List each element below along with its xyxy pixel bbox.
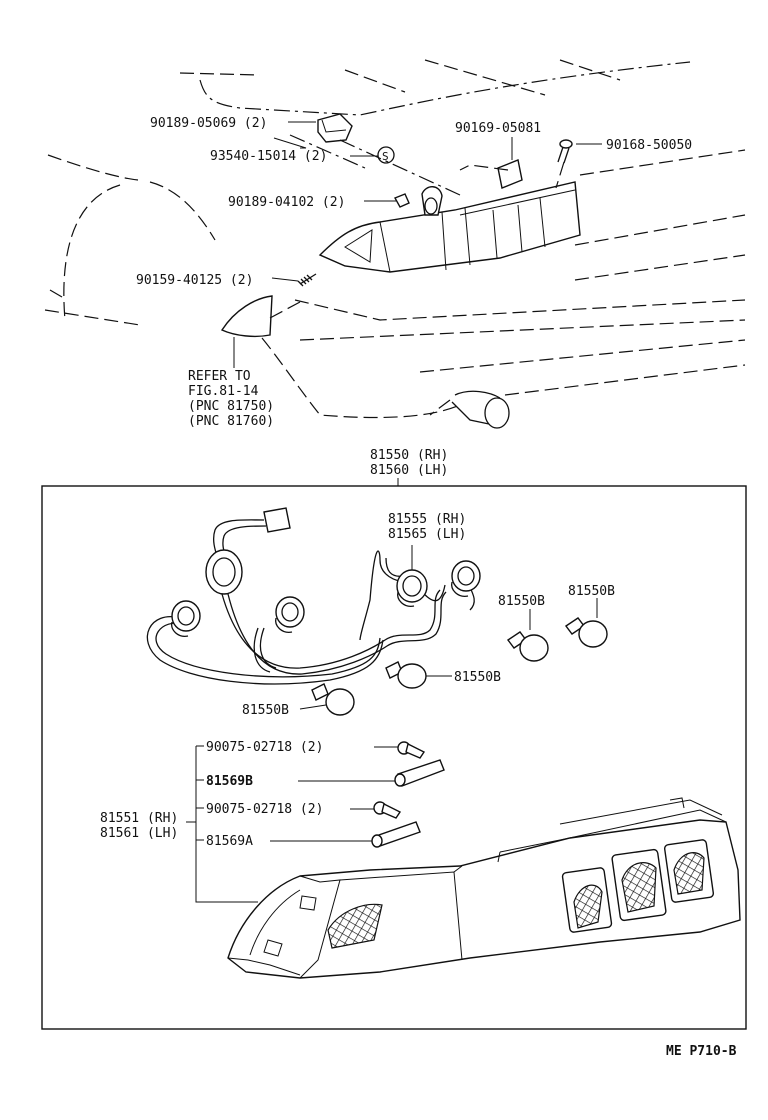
bracket-81551 [186,745,258,903]
washer-93540-15014-icon: S [377,146,395,164]
bulb-socket-right [451,560,481,597]
clip-90189-05069-icon [317,113,353,143]
label-81560-lh: 81560 (LH) [370,463,448,478]
label-81569b: 81569B [206,774,253,789]
screw-90075-b-icon [373,801,402,819]
upper-leader-lines [269,121,602,319]
bulb-socket-81555 [396,569,428,607]
label-93540-15014: 93540-15014 (2) [210,149,327,164]
tail-lamp-lens [227,797,741,979]
screw-90168-50050-icon [557,139,573,164]
label-90169-05081: 90169-05081 [455,121,541,136]
label-81569a: 81569A [206,834,253,849]
bulb-socket-center [275,596,305,633]
label-81561-lh: 81561 (LH) [100,826,178,841]
refer-text-line4: (PNC 81760) [188,414,274,429]
screw-90159-40125-icon [297,273,317,287]
refer-text-line1: REFER TO [188,369,251,384]
wiring-harness [146,507,475,685]
rear-lamp-upper-view [318,159,581,273]
nut-90189-04102-icon [394,193,410,208]
label-81565-lh: 81565 (LH) [388,527,466,542]
footer-code: ME P710-B [666,1044,737,1059]
label-90189-04102: 90189-04102 (2) [228,195,345,210]
side-marker-lens [220,295,273,368]
label-81550b-c: 81550B [454,670,501,685]
label-81550-rh: 81550 (RH) [370,448,448,463]
label-90189-05069: 90189-05069 (2) [150,116,267,131]
socket-81569a-icon [371,821,421,848]
vehicle-body-outline [44,59,746,429]
bulb-socket-left [171,600,201,637]
assembly-frame [41,485,747,1030]
label-81550b-a: 81550B [498,594,545,609]
refer-text-line2: FIG.81-14 [188,384,259,399]
label-81550b-d: 81550B [242,703,289,718]
label-screw-90075-1: 90075-02718 (2) [206,740,323,755]
bulb-81550b-d-icon [311,683,355,716]
label-81555-rh: 81555 (RH) [388,512,466,527]
label-screw-90075-2: 90075-02718 (2) [206,802,323,817]
screw-90075-a-icon [397,741,426,759]
socket-81569b-icon [394,759,445,787]
label-90159-40125: 90159-40125 (2) [136,273,253,288]
label-81551-rh: 81551 (RH) [100,811,178,826]
bulb-81550b-b-icon [564,617,608,648]
label-81550b-b: 81550B [568,584,615,599]
refer-text-line3: (PNC 81750) [188,399,274,414]
washer-s-mark: S [382,150,389,163]
label-90168-50050: 90168-50050 [606,138,692,153]
bulb-81550b-c-icon [385,661,427,689]
bulb-81550b-a-icon [506,631,549,662]
